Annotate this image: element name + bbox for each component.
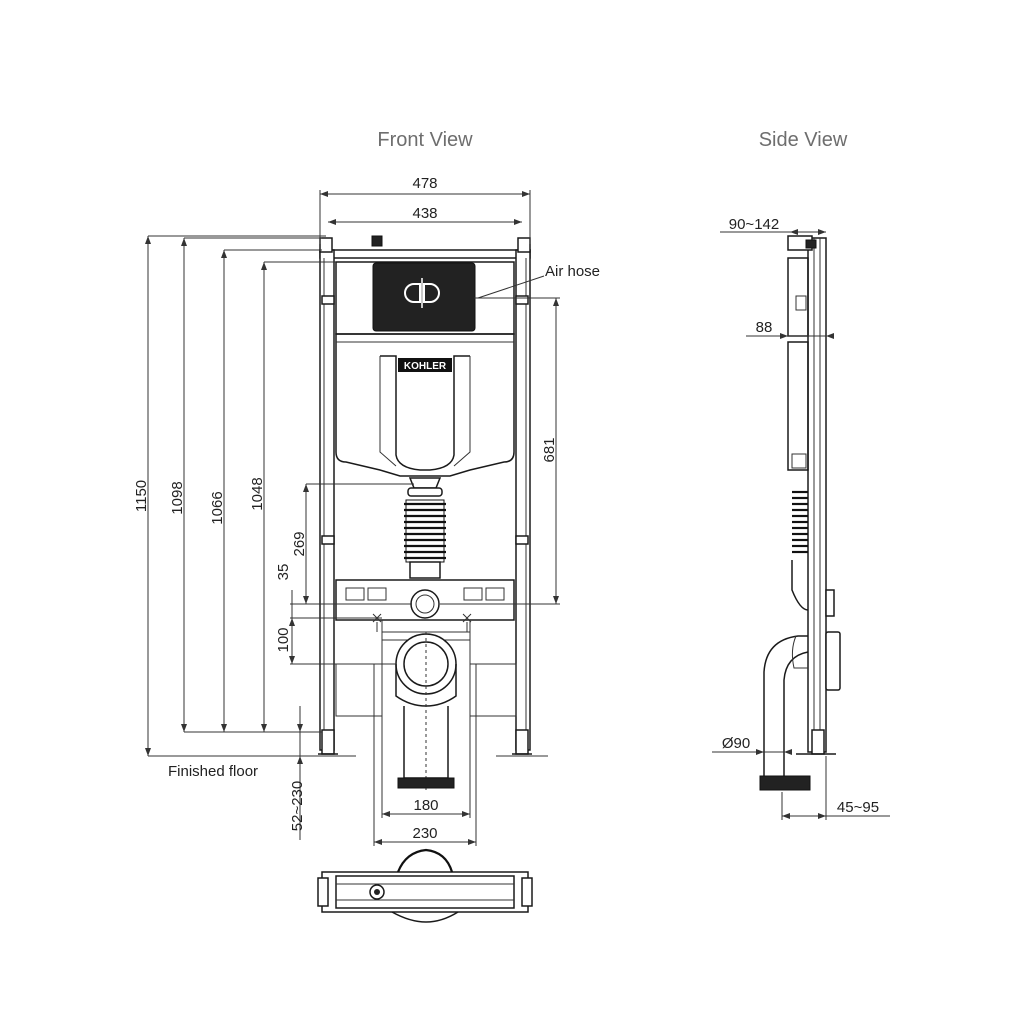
kohler-badge bbox=[398, 358, 452, 372]
dim-1150: 1150 bbox=[133, 480, 150, 512]
dim-88: 88 bbox=[756, 319, 773, 336]
dim-1048: 1048 bbox=[249, 477, 266, 510]
left-foot bbox=[321, 729, 335, 755]
plan-frame bbox=[321, 871, 529, 913]
dual-flush-icon bbox=[404, 278, 440, 308]
side-cistern-upper bbox=[787, 257, 809, 337]
dim-438: 438 bbox=[412, 205, 437, 222]
front-view-title: Front View bbox=[377, 129, 473, 151]
dim-230: 230 bbox=[412, 825, 437, 842]
flush-outlet-ring bbox=[410, 589, 440, 619]
side-view-title: Side View bbox=[759, 129, 848, 151]
cistern-tank bbox=[335, 333, 515, 477]
waste-elbow bbox=[763, 635, 808, 776]
dim-diameter-90: Ø90 bbox=[722, 735, 750, 752]
side-frame-post bbox=[807, 237, 827, 753]
dim-1098: 1098 bbox=[169, 481, 186, 514]
frame-right-post bbox=[515, 249, 531, 751]
brand-label: KOHLER bbox=[404, 361, 447, 372]
dim-681: 681 bbox=[541, 437, 558, 462]
dim-478: 478 bbox=[412, 175, 437, 192]
right-foot bbox=[515, 729, 529, 755]
frame-left-post bbox=[319, 249, 335, 751]
air-hose-port bbox=[371, 235, 383, 247]
dim-1066: 1066 bbox=[209, 491, 226, 524]
side-waste-end bbox=[759, 775, 811, 791]
crossbar-bolts bbox=[372, 613, 472, 632]
dim-52-230: 52~230 bbox=[289, 781, 306, 831]
top-left-bracket bbox=[319, 237, 333, 253]
dim-35: 35 bbox=[275, 564, 292, 581]
side-mounting-plate bbox=[825, 631, 841, 691]
dim-180: 180 bbox=[413, 797, 438, 814]
side-cistern-body bbox=[787, 341, 809, 471]
air-hose-label: Air hose bbox=[545, 263, 600, 280]
front-view: KOHLER bbox=[133, 175, 600, 846]
dim-45-95: 45~95 bbox=[837, 799, 879, 816]
side-view: 90~142 88 Ø90 45~95 bbox=[712, 216, 890, 820]
flush-pipe-corrugated bbox=[404, 499, 446, 563]
dim-90-142: 90~142 bbox=[729, 216, 779, 233]
plan-outlet-arc bbox=[396, 848, 454, 873]
dim-100: 100 bbox=[275, 627, 292, 652]
plan-view bbox=[317, 848, 533, 923]
finished-floor-label: Finished floor bbox=[168, 763, 258, 780]
dim-269: 269 bbox=[291, 531, 308, 556]
frame-top-rail bbox=[319, 249, 531, 259]
side-flush-pipe bbox=[792, 490, 808, 554]
drain-pipe-end bbox=[397, 777, 455, 789]
top-right-bracket bbox=[517, 237, 531, 253]
